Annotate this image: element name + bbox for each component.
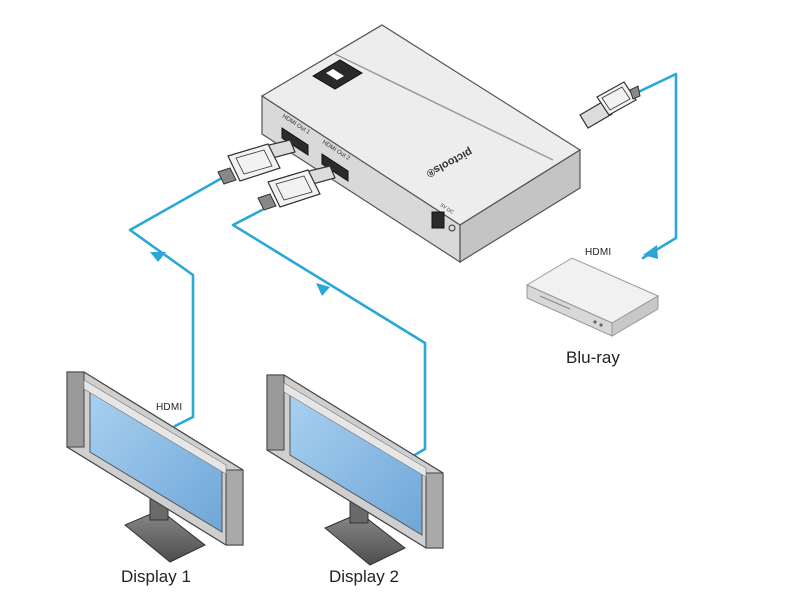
display-2-label: Display 2: [329, 567, 399, 586]
arrow-output-2: [316, 283, 330, 296]
kramer-logo: [312, 59, 363, 90]
bluray-side: [611, 295, 659, 337]
cable-lines: [128, 72, 678, 462]
display-2: [266, 374, 444, 566]
display-1-stand-base: [124, 509, 206, 563]
cable-input-line: [630, 72, 678, 260]
display-1: [66, 371, 244, 563]
bluray-player: [525, 257, 660, 337]
bluray-label: Blu-ray: [566, 348, 620, 367]
cable-output-1-line: [128, 176, 224, 428]
bluray-cable-label: HDMI: [585, 247, 612, 258]
output-1-hdmi-connector: [217, 139, 296, 185]
flow-arrows: [150, 245, 658, 296]
display-1-label: Display 1: [121, 567, 191, 586]
input-hdmi-connector: [579, 81, 641, 129]
display-1-cable-label: HDMI: [156, 402, 183, 413]
device-side-face: [459, 148, 581, 264]
display-2-stand-base: [324, 512, 406, 566]
hdmi-splitter-device: pictools® HDMI Out 1 HDMI Out 2 5V DC: [260, 24, 582, 264]
arrow-input: [643, 245, 658, 259]
cable-output-2-line: [231, 208, 427, 462]
arrow-output-1: [150, 252, 166, 262]
output-2-hdmi-connector: [257, 165, 336, 211]
